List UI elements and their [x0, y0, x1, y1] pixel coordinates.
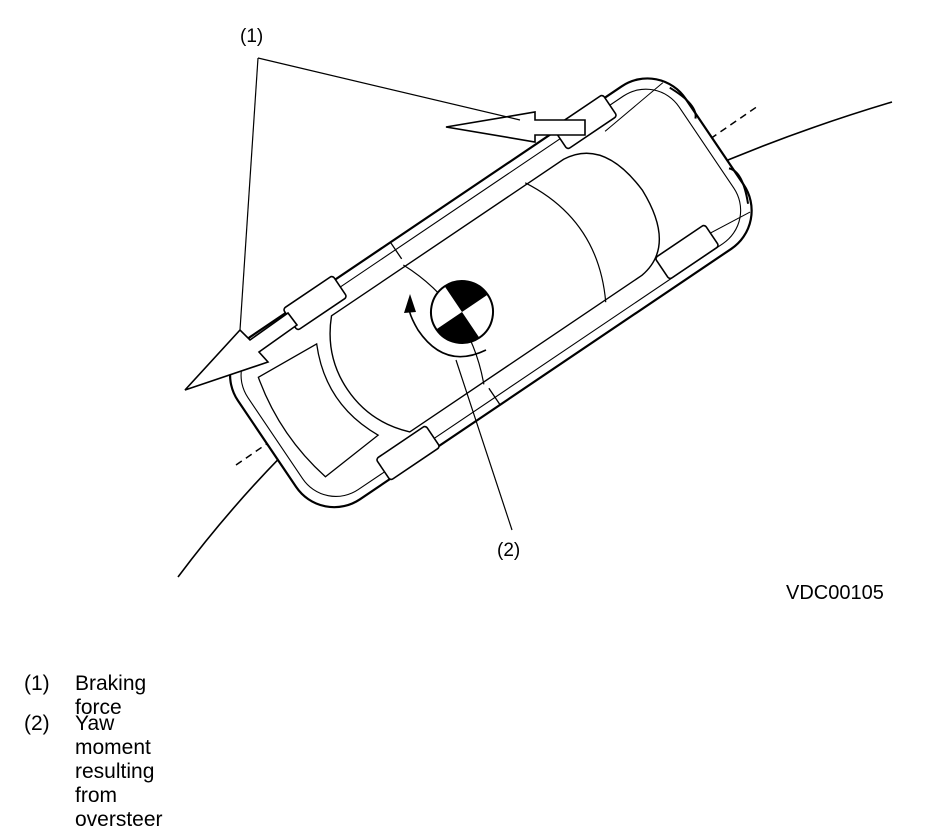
- leader-2: [455, 359, 513, 531]
- callout-2: (2): [497, 540, 521, 561]
- legend-text: Braking force: [75, 672, 147, 719]
- legend-number: (2): [24, 712, 50, 735]
- center-of-gravity-icon: [430, 280, 494, 344]
- oversteer-diagram: [177, 57, 893, 578]
- wheel-rear-right: [376, 425, 440, 481]
- braking-force-arrow-front: [445, 111, 586, 143]
- figure-id: VDC00105: [786, 582, 884, 604]
- legend-text: Yaw moment resulting from oversteer: [75, 712, 163, 831]
- vehicle-body: [228, 77, 753, 509]
- leader-1b: [257, 57, 521, 121]
- yaw-arrowhead: [404, 294, 416, 313]
- legend-number: (1): [24, 672, 50, 695]
- braking-force-arrow-rear: [184, 311, 299, 391]
- leader-1a: [239, 57, 259, 331]
- wheel-front-right: [655, 224, 719, 280]
- callout-1: (1): [240, 26, 264, 47]
